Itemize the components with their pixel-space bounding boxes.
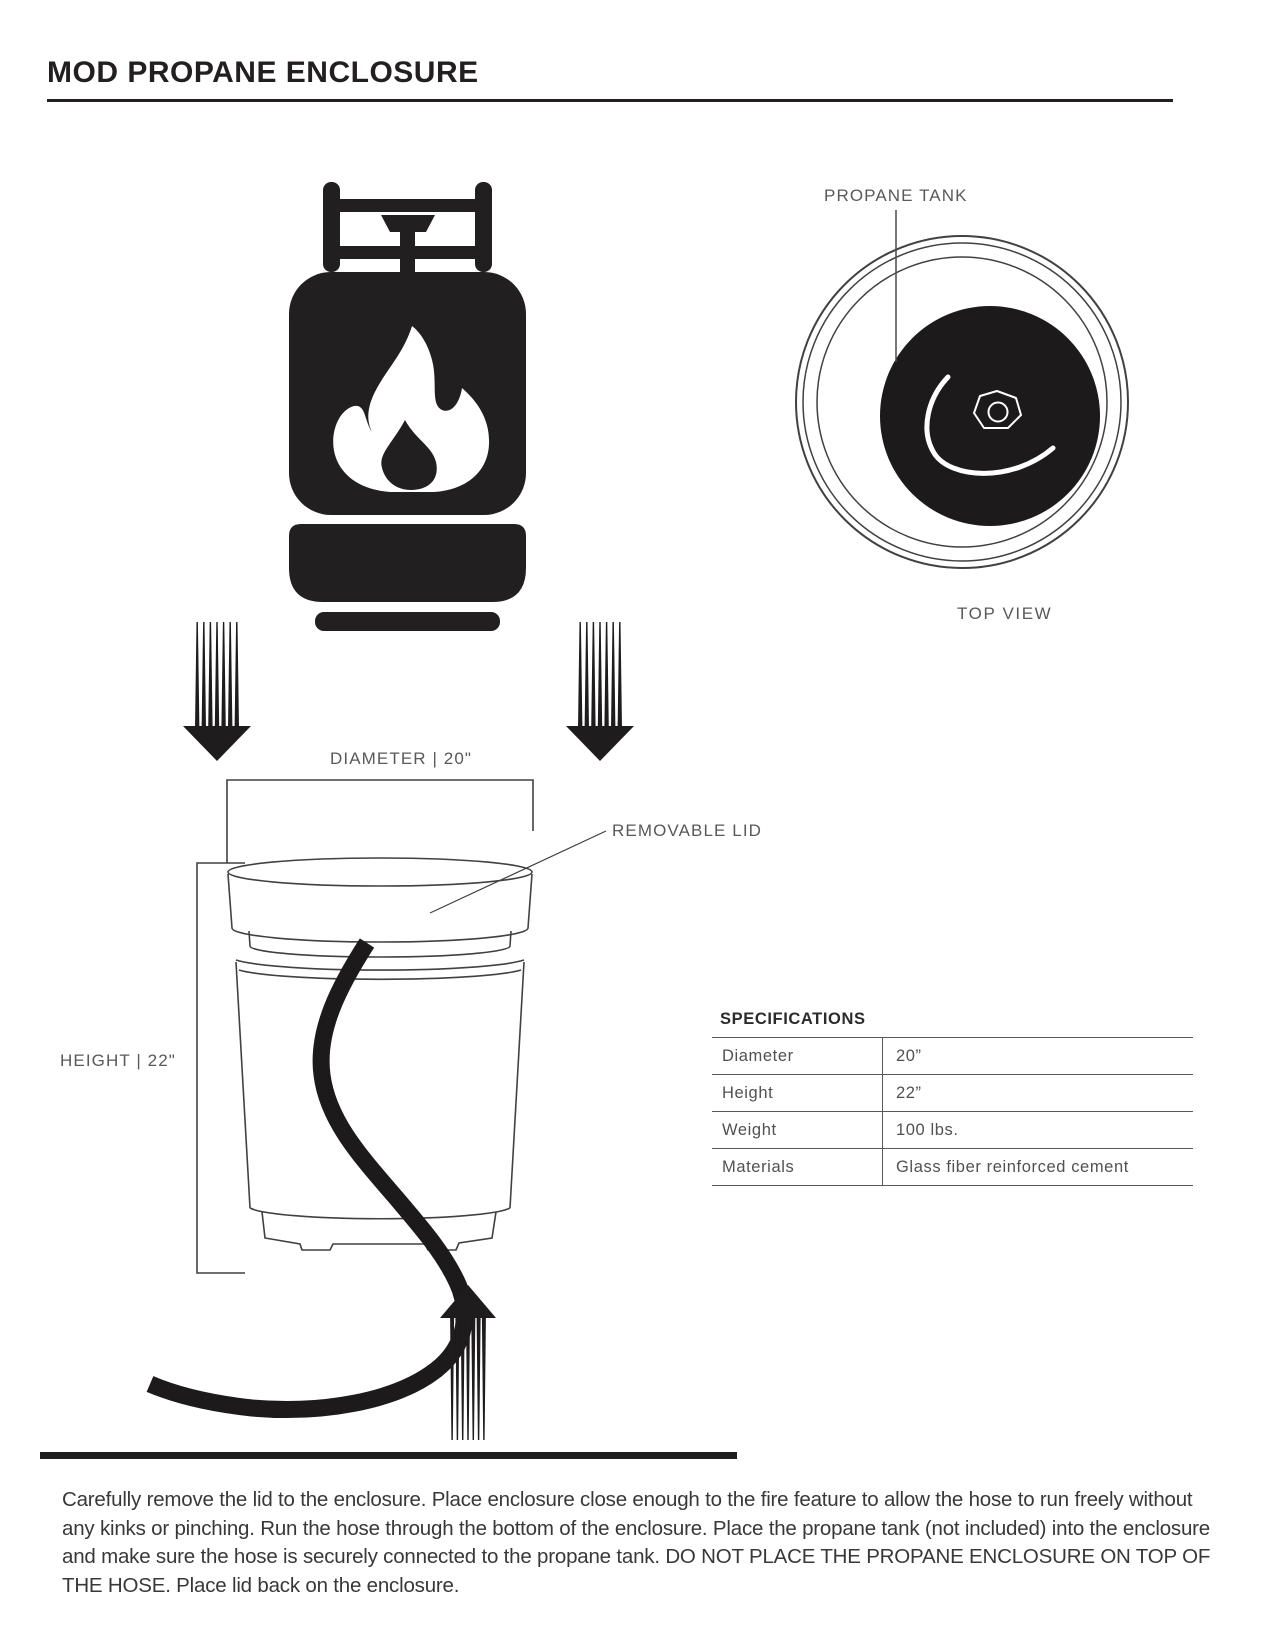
table-row: Materials Glass fiber reinforced cement	[712, 1149, 1193, 1186]
table-row: Diameter 20”	[712, 1038, 1193, 1075]
diameter-dimension-line	[226, 779, 534, 863]
spec-label-height: Height	[722, 1083, 774, 1102]
spec-label-materials: Materials	[722, 1157, 795, 1176]
table-row: Weight 100 lbs.	[712, 1112, 1193, 1149]
removable-lid-leader-line	[429, 830, 607, 914]
table-row: Height 22”	[712, 1075, 1193, 1112]
instructions-paragraph: Carefully remove the lid to the enclosur…	[62, 1488, 1211, 1597]
spec-label-diameter: Diameter	[722, 1046, 794, 1065]
propane-tank-label: PROPANE TANK	[824, 186, 968, 205]
gas-hose-line	[146, 938, 473, 1418]
tank-top-view-icon	[795, 210, 1129, 569]
specifications-heading: SPECIFICATIONS	[720, 1010, 866, 1028]
title-underline	[47, 99, 1173, 102]
diameter-label: DIAMETER | 20"	[330, 749, 473, 768]
spec-value-materials: Glass fiber reinforced cement	[882, 1149, 1193, 1185]
ground-line	[40, 1452, 737, 1459]
height-dimension-line	[196, 862, 245, 1274]
specifications-table: Diameter 20” Height 22” Weight 100 lbs. …	[712, 1037, 1193, 1186]
spec-label-weight: Weight	[722, 1120, 777, 1139]
spec-value-height: 22”	[882, 1075, 1193, 1111]
removable-lid-label: REMOVABLE LID	[612, 821, 763, 840]
enclosure-diagram	[196, 779, 607, 1274]
height-label: HEIGHT | 22"	[60, 1051, 176, 1070]
spec-value-weight: 100 lbs.	[882, 1112, 1193, 1148]
up-arrow-icon	[440, 1285, 496, 1440]
down-arrow-icon-left	[183, 622, 251, 761]
down-arrow-icon-right	[566, 622, 634, 761]
propane-tank-flame-icon	[289, 182, 526, 631]
spec-value-diameter: 20”	[882, 1038, 1193, 1074]
specifications-section: SPECIFICATIONS Diameter 20” Height 22” W…	[712, 1010, 1193, 1186]
top-view-label: TOP VIEW	[957, 604, 1053, 623]
page-title: MOD PROPANE ENCLOSURE	[47, 56, 479, 89]
